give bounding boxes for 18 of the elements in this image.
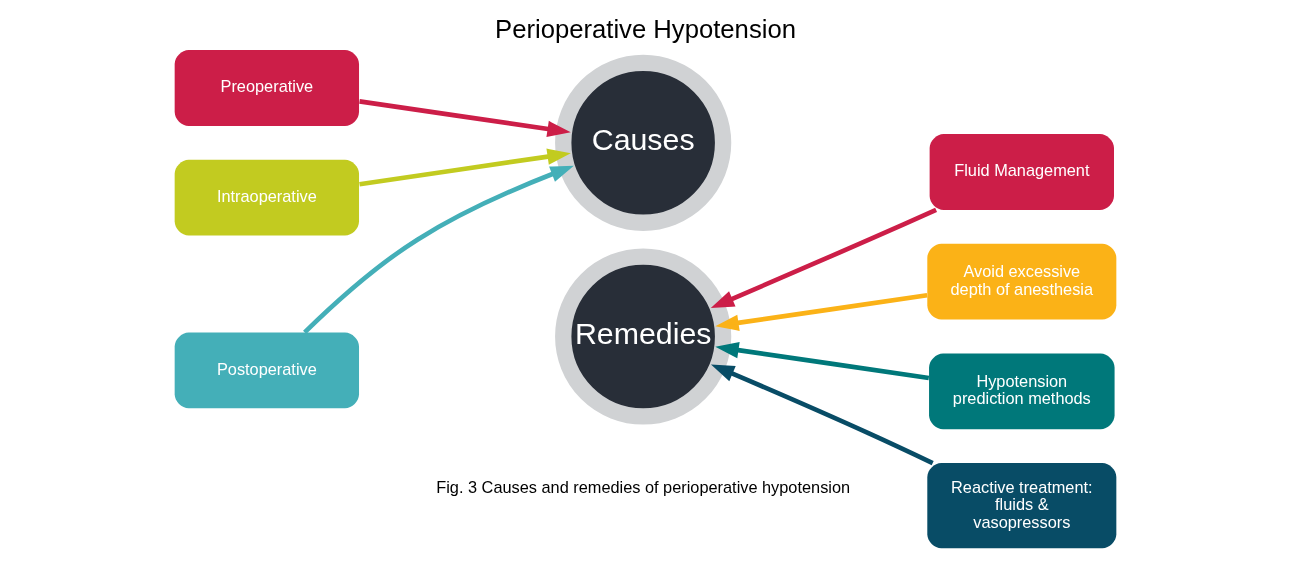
arrow (714, 293, 927, 331)
node-box: Hypotension prediction methods (928, 353, 1115, 430)
node-box: Intraoperative (174, 159, 359, 236)
node-circle: Causes (554, 54, 731, 231)
arrow (710, 207, 937, 309)
node-box: Avoid excessive depth of anesthesia (926, 243, 1116, 320)
arrow (302, 165, 574, 335)
node-box: Postoperative (174, 332, 359, 409)
arrow (358, 148, 571, 187)
caption: Fig. 3 Causes and remedies of perioperative hypotension (435, 477, 850, 496)
arrow (358, 99, 571, 138)
arrow (710, 364, 934, 466)
node-circle: Remedies (554, 248, 731, 425)
diagram-title: Perioperative Hypotension (494, 14, 796, 43)
node-box: Fluid Management (929, 134, 1114, 210)
node-box: Preoperative (174, 50, 359, 126)
arrow (714, 342, 929, 381)
node-box: Reactive treatment: fluids & vasopressors (926, 463, 1116, 549)
